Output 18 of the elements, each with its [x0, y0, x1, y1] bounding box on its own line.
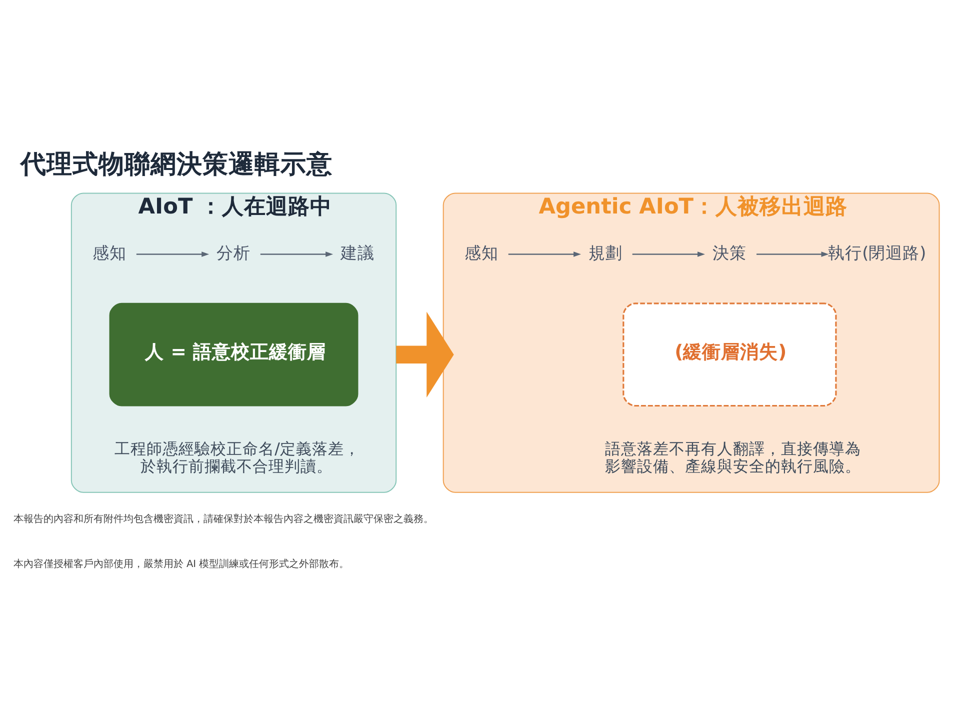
arrow: [508, 252, 582, 257]
arrow: [756, 252, 829, 257]
node-box: 人 = 語意校正緩衝層: [109, 302, 358, 406]
arrow: [260, 252, 334, 257]
label: 本報告的內容和所有附件均包含機密資訊，請確保對於本報告內容之機密資訊嚴守保密之義務。: [13, 514, 434, 525]
arrow: [136, 252, 210, 257]
diagram-title: 代理式物聯網決策邏輯示意: [20, 149, 333, 180]
node-text: 感知: [92, 242, 127, 262]
node-text: 分析: [216, 242, 251, 262]
arrow: [632, 252, 705, 257]
node-text: 感知: [464, 242, 498, 262]
node-text: 決策: [712, 242, 746, 262]
label: 本內容僅授權客戶內部使用，嚴禁用於 AI 模型訓練或任何形式之外部散布。: [13, 559, 350, 570]
node-box: (緩衝層消失): [622, 302, 837, 407]
node-text: 執行(閉迴路): [828, 242, 926, 262]
arrow: [396, 312, 454, 398]
node-text: 規劃: [588, 242, 622, 262]
node-text: 建議: [340, 242, 375, 262]
